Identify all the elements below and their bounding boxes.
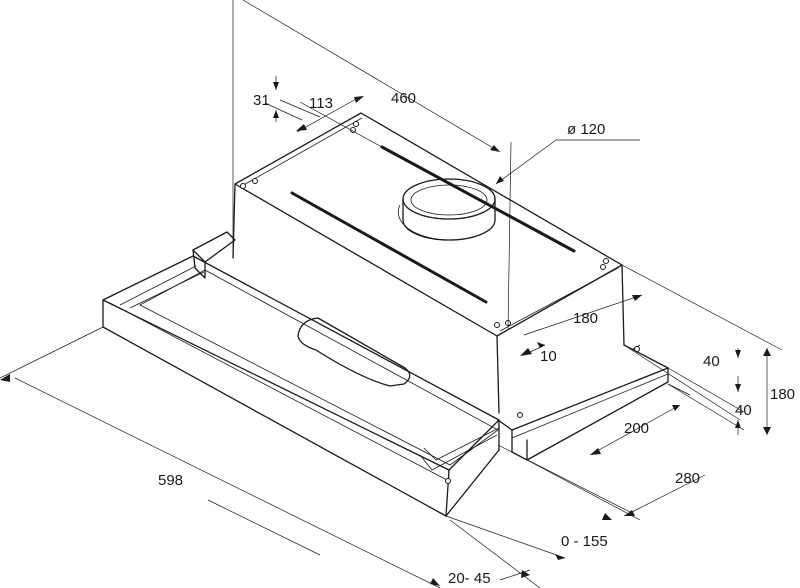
- dimension-10: 10: [540, 348, 557, 365]
- dimension-200: 200: [624, 420, 650, 437]
- telescopic-drawer: [102, 255, 500, 517]
- dimension-lines: [0, 0, 783, 588]
- outlet-collar: [397, 178, 496, 241]
- dimension-598: 598: [158, 472, 184, 489]
- dimension-outlet-diameter: ø 120: [567, 121, 606, 138]
- dimension-31: 31: [253, 92, 270, 109]
- dimension-113: 113: [309, 95, 333, 112]
- dimension-40-upper: 40: [703, 353, 720, 370]
- hood-body: [232, 112, 625, 414]
- dimension-180-top: 180: [573, 310, 599, 327]
- dimension-20-45: 20- 45: [448, 570, 491, 587]
- dimension-0-155: 0 - 155: [561, 533, 608, 550]
- dimension-280: 280: [675, 470, 701, 487]
- dimension-180-right: 180: [770, 386, 796, 403]
- mounting-frame: [192, 231, 669, 461]
- dimension-40-lower: 40: [735, 402, 752, 419]
- arrowheads: [0, 82, 771, 586]
- dimension-460: 460: [391, 90, 417, 107]
